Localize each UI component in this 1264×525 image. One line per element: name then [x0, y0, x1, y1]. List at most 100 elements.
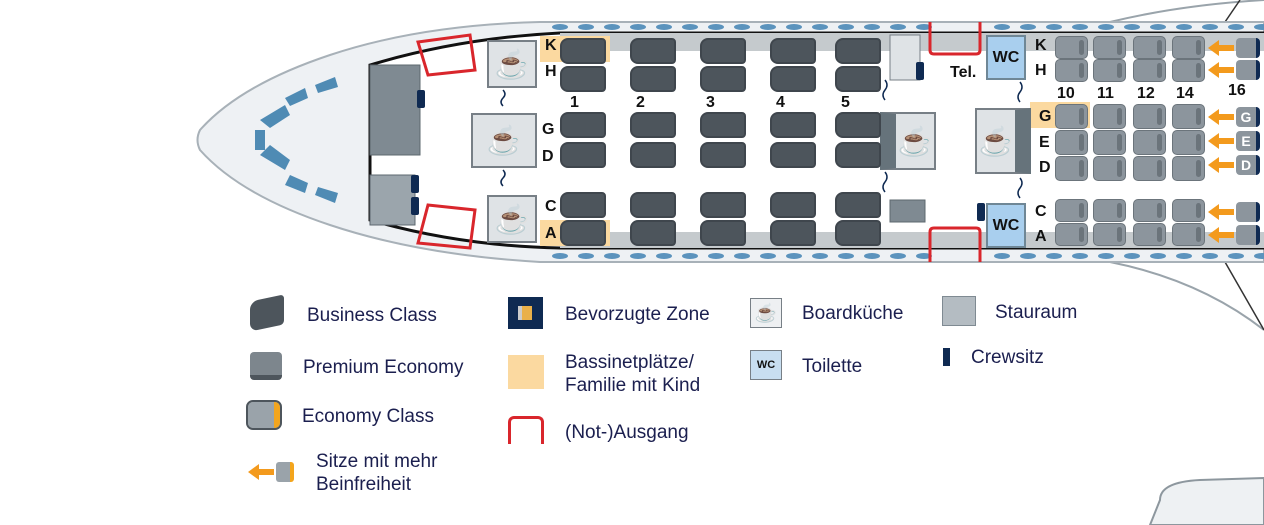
window: [1124, 24, 1140, 30]
crew-seat: [916, 62, 924, 80]
bassinet-icon: [508, 355, 544, 389]
arrow-left-icon: [1208, 109, 1234, 125]
economy-seat[interactable]: [1133, 104, 1166, 129]
galley-icon: ☕: [750, 298, 782, 328]
coffee-cup-icon: ☕: [494, 203, 530, 235]
business-seat[interactable]: [835, 66, 881, 92]
arrow-left-icon: [1208, 40, 1234, 56]
business-seat[interactable]: [770, 38, 816, 64]
business-seat[interactable]: [770, 192, 816, 218]
economy-seat[interactable]: [1172, 36, 1205, 59]
seat-letter: G: [1236, 107, 1260, 127]
economy-seat[interactable]: [1093, 199, 1126, 222]
extra-legroom-seat[interactable]: [1208, 225, 1262, 245]
window: [1202, 253, 1218, 259]
business-seat[interactable]: [560, 38, 606, 64]
economy-seat[interactable]: [1172, 199, 1205, 222]
extra-legroom-seat[interactable]: [1208, 202, 1262, 222]
business-seat[interactable]: [700, 38, 746, 64]
business-seat[interactable]: [835, 192, 881, 218]
extra-legroom-seat[interactable]: D: [1208, 155, 1262, 175]
business-seat[interactable]: [835, 38, 881, 64]
window: [1228, 24, 1244, 30]
economy-seat[interactable]: [1133, 130, 1166, 155]
economy-seat[interactable]: [1172, 223, 1205, 246]
window: [1098, 24, 1114, 30]
window: [838, 253, 854, 259]
economy-seat[interactable]: [1133, 223, 1166, 246]
economy-seat[interactable]: [1133, 156, 1166, 181]
extra-legroom-seat[interactable]: G: [1208, 107, 1262, 127]
business-seat[interactable]: [700, 112, 746, 138]
economy-seat[interactable]: [1133, 36, 1166, 59]
business-seat[interactable]: [560, 142, 606, 168]
business-seat[interactable]: [835, 142, 881, 168]
business-seat[interactable]: [770, 142, 816, 168]
economy-seat[interactable]: [1172, 130, 1205, 155]
business-seat[interactable]: [835, 112, 881, 138]
row-number: 3: [706, 94, 715, 111]
economy-seat[interactable]: [1093, 130, 1126, 155]
window: [1046, 24, 1062, 30]
economy-seat[interactable]: [1172, 104, 1205, 129]
coffee-cup-icon: ☕: [978, 125, 1014, 157]
extra-legroom-seat[interactable]: E: [1208, 131, 1262, 151]
business-seat[interactable]: [700, 66, 746, 92]
legend-bassinet-line1: Bassinetplätze/: [565, 352, 694, 373]
window: [1176, 24, 1192, 30]
economy-seat[interactable]: [1055, 104, 1088, 129]
economy-seat[interactable]: [1133, 199, 1166, 222]
business-seat[interactable]: [700, 220, 746, 246]
row-number: 14: [1176, 85, 1194, 102]
galley: ☕: [471, 113, 537, 168]
legroom-arrow-icon: [248, 462, 298, 482]
economy-seat[interactable]: [1093, 59, 1126, 82]
galley: ☕: [487, 40, 537, 88]
economy-seat[interactable]: [1055, 36, 1088, 59]
business-seat[interactable]: [630, 192, 676, 218]
economy-seat[interactable]: [1093, 223, 1126, 246]
window: [994, 253, 1010, 259]
extra-legroom-seat[interactable]: [1208, 38, 1262, 58]
economy-seat[interactable]: [1172, 156, 1205, 181]
window: [552, 24, 568, 30]
economy-seat[interactable]: [1093, 36, 1126, 59]
economy-seat[interactable]: [1055, 223, 1088, 246]
economy-seat[interactable]: [1055, 199, 1088, 222]
economy-seat[interactable]: [1055, 156, 1088, 181]
economy-seat[interactable]: [1055, 130, 1088, 155]
business-seat[interactable]: [560, 66, 606, 92]
window: [578, 24, 594, 30]
toilet-wc: WC: [986, 203, 1026, 248]
window: [1254, 253, 1264, 259]
row-number: 12: [1137, 85, 1155, 102]
business-seat[interactable]: [630, 66, 676, 92]
business-seat[interactable]: [560, 220, 606, 246]
business-seat[interactable]: [770, 220, 816, 246]
extra-legroom-seat[interactable]: [1208, 60, 1262, 80]
window: [916, 253, 932, 259]
business-seat[interactable]: [560, 112, 606, 138]
seat-letter: A: [1035, 228, 1047, 245]
window: [552, 253, 568, 259]
business-seat[interactable]: [700, 192, 746, 218]
economy-seat[interactable]: [1093, 156, 1126, 181]
wc-icon: WC: [750, 350, 782, 380]
business-seat[interactable]: [630, 112, 676, 138]
business-seat[interactable]: [630, 38, 676, 64]
economy-seat[interactable]: [1172, 59, 1205, 82]
business-seat[interactable]: [560, 192, 606, 218]
economy-seat[interactable]: [1133, 59, 1166, 82]
row-number: 16: [1228, 82, 1246, 99]
window: [916, 24, 932, 30]
business-seat[interactable]: [770, 66, 816, 92]
economy-seat[interactable]: [1055, 59, 1088, 82]
business-seat[interactable]: [770, 112, 816, 138]
window: [890, 253, 906, 259]
legend-legroom-line1: Sitze mit mehr: [316, 451, 438, 472]
business-seat[interactable]: [630, 220, 676, 246]
business-seat[interactable]: [700, 142, 746, 168]
business-seat[interactable]: [835, 220, 881, 246]
economy-seat[interactable]: [1093, 104, 1126, 129]
business-seat[interactable]: [630, 142, 676, 168]
